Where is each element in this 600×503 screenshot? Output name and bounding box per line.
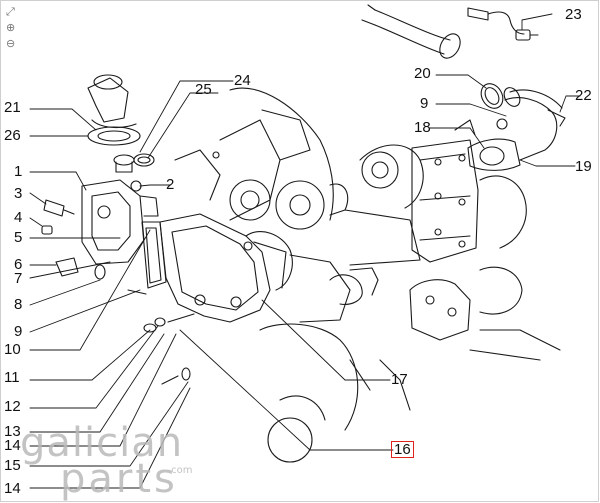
sensor-3	[43, 199, 75, 217]
temperature-sensor-23	[467, 7, 539, 41]
callout-11[interactable]: 11	[4, 369, 20, 386]
callout-13[interactable]: 13	[4, 423, 21, 440]
callout-5[interactable]: 5	[14, 229, 23, 246]
watermark-line2: parts	[60, 456, 178, 502]
watermark-logo: galician parts .com	[20, 420, 193, 502]
callout-23[interactable]: 23	[565, 6, 582, 23]
leader-lines	[29, 13, 581, 489]
callout-9-left[interactable]: 9	[14, 323, 23, 340]
plug-4	[41, 225, 53, 235]
callout-7[interactable]: 7	[14, 270, 23, 287]
callout-10[interactable]: 10	[4, 341, 21, 358]
callout-8[interactable]: 8	[14, 296, 23, 313]
watermark-line1: galician	[20, 420, 184, 466]
callout-9-right[interactable]: 9	[420, 95, 429, 112]
engine-block-right	[344, 139, 561, 361]
callout-1[interactable]: 1	[14, 163, 23, 180]
callout-14-lower[interactable]: 14	[4, 480, 21, 497]
watermark-suffix: .com	[168, 465, 193, 476]
callout-17[interactable]: 17	[391, 371, 408, 388]
washer-8	[94, 264, 106, 280]
callout-21[interactable]: 21	[4, 99, 21, 116]
callout-12[interactable]: 12	[4, 398, 21, 415]
thermostat-housing-right	[454, 118, 521, 171]
water-pump-housing-17	[159, 213, 293, 323]
zoom-out-icon[interactable]: ⊖	[6, 38, 16, 50]
callout-3[interactable]: 3	[14, 185, 23, 202]
bolt-2	[130, 180, 142, 192]
pipe-fitting-6	[55, 257, 79, 277]
coolant-hose-upper	[361, 4, 461, 59]
callout-14-upper[interactable]: 14	[4, 437, 21, 454]
coolant-hose-22	[503, 87, 566, 161]
hose-clamp-20	[480, 83, 504, 109]
studs-and-washers	[127, 289, 195, 385]
callout-26[interactable]: 26	[4, 127, 21, 144]
engine-block-center	[174, 87, 411, 463]
expand-icon[interactable]: ⤢	[6, 6, 15, 18]
zoom-in-icon[interactable]: ⊕	[6, 22, 16, 34]
callout-16-highlighted[interactable]: 16	[391, 441, 414, 458]
callout-6[interactable]: 6	[14, 256, 23, 273]
callout-4[interactable]: 4	[14, 209, 23, 226]
callout-19[interactable]: 19	[575, 158, 592, 175]
callout-24[interactable]: 24	[234, 72, 251, 89]
callout-22[interactable]: 22	[575, 87, 592, 104]
callout-25[interactable]: 25	[195, 81, 212, 98]
callout-18[interactable]: 18	[414, 119, 431, 136]
callout-2[interactable]: 2	[166, 176, 175, 193]
thermostat-24	[113, 154, 135, 173]
seal-ring-25	[133, 153, 155, 167]
gasket-10	[141, 221, 167, 289]
outlet-elbow-21	[87, 74, 137, 129]
callout-20[interactable]: 20	[414, 65, 431, 82]
callout-15[interactable]: 15	[4, 457, 21, 474]
